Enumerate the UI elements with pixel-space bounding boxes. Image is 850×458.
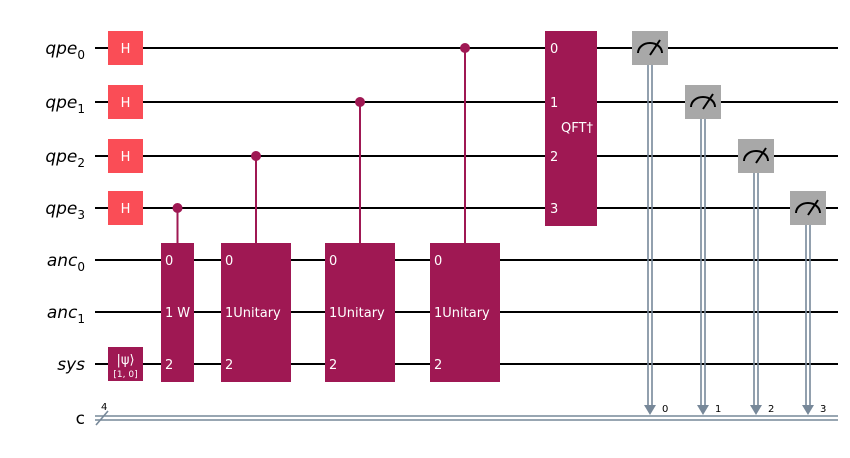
- classical-size: 4: [101, 402, 107, 413]
- controlled-gate-0: [161, 243, 194, 382]
- control-dot-2: [355, 97, 365, 107]
- h-gate-label-1: H: [121, 96, 131, 111]
- qft-pin-1: 1: [550, 96, 558, 111]
- measure-arrow-2: [750, 405, 762, 415]
- qft-pin-2: 2: [550, 150, 558, 165]
- measure-arrow-3: [802, 405, 814, 415]
- gate-pin-2: 2: [225, 358, 233, 373]
- control-dot-0: [172, 203, 183, 213]
- cbit-index-0: 0: [662, 404, 668, 415]
- gate-pin-0: 0: [225, 254, 233, 269]
- measure-gate-0: [632, 31, 668, 65]
- meter-needle-icon: [807, 199, 819, 216]
- h-gate-label-0: H: [121, 42, 131, 57]
- h-gate-1: [108, 85, 143, 119]
- qubit-label-2: qpe2: [45, 147, 85, 170]
- qubit-label-3: qpe3: [45, 199, 85, 222]
- meter-icon: [743, 150, 769, 162]
- meter-icon: [637, 42, 663, 54]
- h-gate-label-3: H: [121, 202, 131, 217]
- h-gate-2: [108, 139, 143, 173]
- measure-gate-2: [738, 139, 774, 173]
- meter-needle-icon: [702, 93, 714, 110]
- wire-labels: qpe0 qpe1 qpe2 qpe3 anc0 anc1 sys c 4: [45, 39, 107, 429]
- cbit-index-3: 3: [820, 404, 826, 415]
- init-gate-symbol: |ψ⟩: [116, 353, 134, 368]
- cbit-index-2: 2: [768, 404, 774, 415]
- h-gate-0: [108, 31, 143, 65]
- meter-needle-icon: [649, 39, 661, 56]
- control-dot-1: [251, 151, 261, 161]
- qft-label: QFT†: [561, 121, 593, 136]
- measure-arrow-1: [697, 405, 709, 415]
- h-gate-label-2: H: [121, 150, 131, 165]
- meter-icon: [690, 96, 716, 108]
- qubit-label-0: qpe0: [45, 39, 85, 62]
- qubit-label-4: anc0: [47, 251, 85, 274]
- h-gate-3: [108, 191, 143, 225]
- gate-label-1: 1Unitary: [225, 306, 281, 321]
- cbit-index-1: 1: [715, 404, 721, 415]
- qft-dagger-gate: [545, 31, 597, 226]
- control-dot-3: [460, 43, 470, 53]
- controlled-gate-3: [430, 243, 500, 382]
- gate-pin-0: 0: [165, 254, 173, 269]
- gate-pin-2: 2: [329, 358, 337, 373]
- gate-label-3: 1Unitary: [434, 306, 490, 321]
- gate-pin-0: 0: [434, 254, 442, 269]
- qft-pin-3: 3: [550, 202, 558, 217]
- gate-pin-2: 2: [165, 358, 173, 373]
- gate-label-2: 1Unitary: [329, 306, 385, 321]
- measure-gate-1: [685, 85, 721, 119]
- classical-bundle-slash: [95, 410, 109, 426]
- qubit-label-5: anc1: [47, 303, 85, 326]
- qft-pin-0: 0: [550, 42, 558, 57]
- gate-pin-2: 2: [434, 358, 442, 373]
- meter-icon: [795, 202, 821, 214]
- measure-arrow-0: [644, 405, 656, 415]
- classical-label: c: [76, 409, 85, 429]
- init-gate-params: [1, 0]: [113, 370, 137, 380]
- init-gate: [108, 347, 143, 381]
- controlled-gate-1: [221, 243, 291, 382]
- controlled-gate-2: [325, 243, 395, 382]
- meter-needle-icon: [755, 147, 767, 164]
- qubit-label-1: qpe1: [45, 93, 85, 116]
- qubit-label-6: sys: [57, 355, 85, 375]
- gate-pin-0: 0: [329, 254, 337, 269]
- measure-gate-3: [790, 191, 826, 225]
